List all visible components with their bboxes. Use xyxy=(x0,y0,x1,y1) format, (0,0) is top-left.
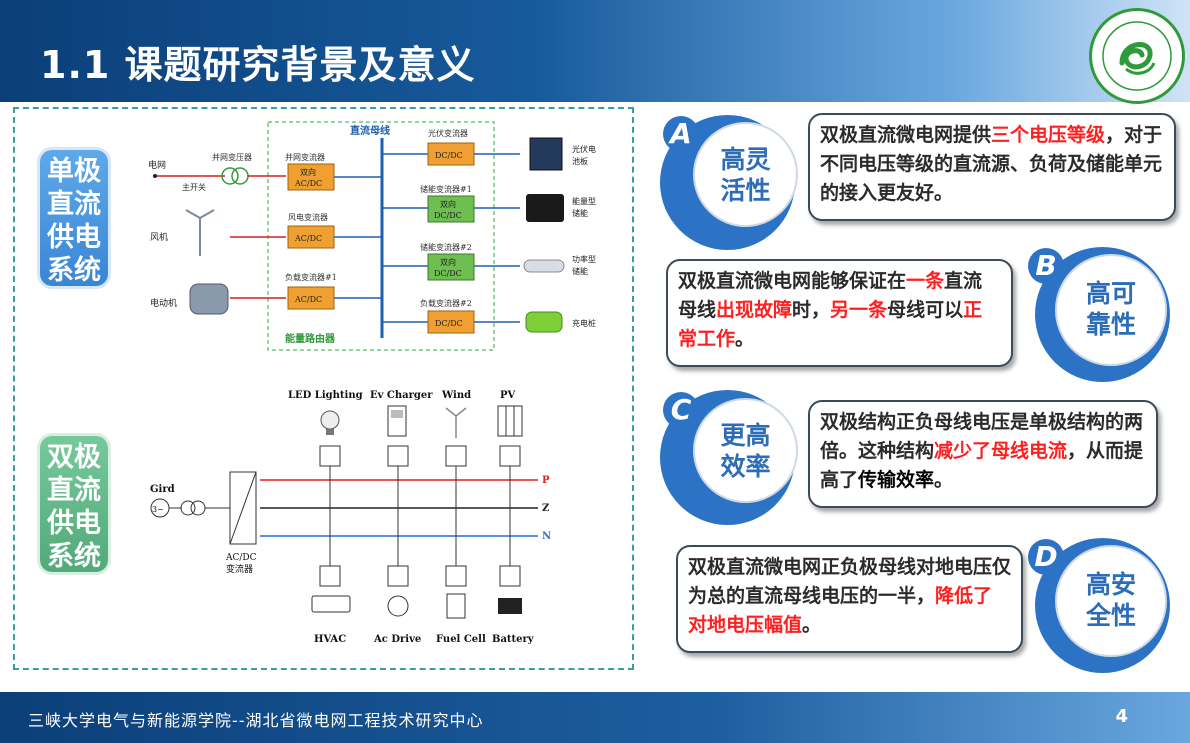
bipolar-system-label: 双极直流供电系统 xyxy=(40,436,108,572)
feature-a-text-3: ，对于不同电压等级的直流源、负荷及储能单元的接入更友好。 xyxy=(820,124,1163,204)
load-converter-1-label: 负载变流器#1 xyxy=(285,272,337,282)
bottom-label-fuelcell: Fuel Cell xyxy=(436,634,486,645)
svg-text:DC/DC: DC/DC xyxy=(435,151,463,160)
svg-text:池板: 池板 xyxy=(572,156,588,166)
grid-label: 电网 xyxy=(148,159,166,171)
energy-router-frame xyxy=(267,121,495,351)
grid-transformer-label: 并网变压器 xyxy=(212,152,252,162)
feature-a-title: 高灵活性 xyxy=(693,122,798,227)
wind-turbine-icon xyxy=(445,407,467,438)
svg-text:双向: 双向 xyxy=(440,257,456,267)
hvac-icon xyxy=(311,595,351,613)
bottom-label-acdrive: Ac Drive xyxy=(373,634,421,645)
bus-label-n: N xyxy=(542,531,551,542)
bus-label-p: P xyxy=(542,475,550,486)
page-number: 4 xyxy=(1115,706,1128,727)
led-bulb-icon xyxy=(320,410,340,435)
feature-a-text-1: 双极直流微电网提供 xyxy=(820,124,992,146)
grid-label: Gird xyxy=(150,484,175,495)
supercapacitor-icon xyxy=(523,259,565,273)
svg-text:储能变流器#1: 储能变流器#1 xyxy=(420,184,472,194)
page-title: 1.1 课题研究背景及意义 xyxy=(40,43,476,87)
wind-turbine-icon xyxy=(185,209,215,256)
svg-text:充电桩: 充电桩 xyxy=(572,318,596,328)
feature-c-card: 双极结构正负母线电压是单极结构的两倍。这种结构减少了母线电流，从而提高了传输效率… xyxy=(808,400,1158,508)
footer-bar: 三峡大学电气与新能源学院--湖北省微电网工程技术研究中心 4 xyxy=(0,692,1190,743)
svg-text:光伏电: 光伏电 xyxy=(572,144,596,154)
svg-text:负载变流器#2: 负载变流器#2 xyxy=(420,298,472,308)
svg-text:DC/DC: DC/DC xyxy=(434,269,462,278)
svg-text:AC/DC: AC/DC xyxy=(294,179,322,188)
unipolar-system-label: 单极直流供电系统 xyxy=(40,150,108,286)
feature-a-card: 双极直流微电网提供三个电压等级，对于不同电压等级的直流源、负荷及储能单元的接入更… xyxy=(808,113,1176,221)
storage-2-branch: 储能变流器#2 双向 DC/DC 功率型 储能 xyxy=(382,242,596,281)
svg-text:储能变流器#2: 储能变流器#2 xyxy=(420,242,472,252)
svg-text:DC/DC: DC/DC xyxy=(434,211,462,220)
acdc-label: AC/DC xyxy=(225,553,257,563)
bottom-label-battery: Battery xyxy=(492,634,535,645)
feature-b-card: 双极直流微电网能够保证在一条直流母线出现故障时，另一条母线可以正常工作。 xyxy=(666,259,1013,367)
battery-icon xyxy=(498,598,522,614)
header-bar: 1.1 课题研究背景及意义 xyxy=(0,0,1190,104)
acdc-sublabel: 变流器 xyxy=(226,563,253,575)
svg-text:DC/DC: DC/DC xyxy=(435,319,463,328)
bipolar-diagram: LED Lighting Ev Charger Wind PV P Z N HV… xyxy=(150,390,551,645)
svg-text:AC/DC: AC/DC xyxy=(294,295,322,304)
load-2-branch: 负载变流器#2 DC/DC 充电桩 xyxy=(382,298,596,334)
svg-text:AC/DC: AC/DC xyxy=(294,234,322,243)
feature-d-letter: D xyxy=(1028,539,1064,575)
feature-b-letter: B xyxy=(1028,248,1064,284)
svg-text:储能: 储能 xyxy=(572,266,588,276)
svg-text:3~: 3~ xyxy=(152,505,164,514)
ev-charger-icon xyxy=(387,405,407,437)
feature-a-text-2: 三个电压等级 xyxy=(991,124,1106,146)
top-label-wind: Wind xyxy=(441,390,471,401)
bus-title: 直流母线 xyxy=(350,124,390,137)
bus-label-z: Z xyxy=(542,503,549,514)
feature-a-letter: A xyxy=(663,116,699,152)
main-switch-label: 主开关 xyxy=(182,182,206,192)
wind-converter-label: 风电变流器 xyxy=(288,212,328,222)
fuel-cell-icon xyxy=(446,593,466,619)
upper-converters xyxy=(319,445,521,536)
feature-d-title: 高安全性 xyxy=(1055,545,1167,657)
feature-d-card: 双极直流微电网正负极母线对地电压仅为总的直流母线电压的一半，降低了对地电压幅值。 xyxy=(676,545,1023,653)
motor-label: 电动机 xyxy=(150,297,177,309)
battery-storage-icon xyxy=(526,194,564,222)
svg-text:双向: 双向 xyxy=(440,199,456,209)
pv-branch: 光伏变流器 DC/DC 光伏电 池板 xyxy=(382,128,596,171)
pv-panel-icon xyxy=(497,405,523,437)
solar-panel-icon xyxy=(529,137,563,171)
svg-text:功率型: 功率型 xyxy=(572,254,596,264)
svg-text:双向: 双向 xyxy=(300,167,316,177)
footer-text: 三峡大学电气与新能源学院--湖北省微电网工程技术研究中心 xyxy=(28,711,484,730)
university-logo xyxy=(1089,8,1185,104)
feature-b-title: 高可靠性 xyxy=(1055,254,1167,366)
lower-converters xyxy=(319,480,521,587)
router-label: 能量路由器 xyxy=(285,332,336,345)
feature-c-letter: C xyxy=(663,392,699,428)
grid-converter-box xyxy=(287,163,335,191)
storage-1-branch: 储能变流器#1 双向 DC/DC 能量型 储能 xyxy=(382,184,596,223)
ac-drive-icon xyxy=(387,595,409,617)
feature-c-title: 更高效率 xyxy=(693,398,798,503)
svg-text:光伏变流器: 光伏变流器 xyxy=(428,128,468,138)
wind-label: 风机 xyxy=(150,231,168,243)
bottom-label-hvac: HVAC xyxy=(314,634,346,645)
top-label-led: LED Lighting xyxy=(288,390,363,401)
top-label-ev: Ev Charger xyxy=(370,390,433,401)
grid-converter-label: 并网变流器 xyxy=(285,152,325,162)
diagram-panel xyxy=(13,107,634,670)
top-label-pv: PV xyxy=(500,390,516,401)
motor-icon xyxy=(189,283,229,315)
transformer-icon xyxy=(180,500,196,516)
ev-charger-icon xyxy=(525,311,563,333)
svg-text:能量型: 能量型 xyxy=(572,196,596,206)
unipolar-diagram: 直流母线 能量路由器 电网 主开关 并网变压器 并网变流器 双向 AC/DC 风… xyxy=(148,121,596,351)
svg-text:储能: 储能 xyxy=(572,208,588,218)
